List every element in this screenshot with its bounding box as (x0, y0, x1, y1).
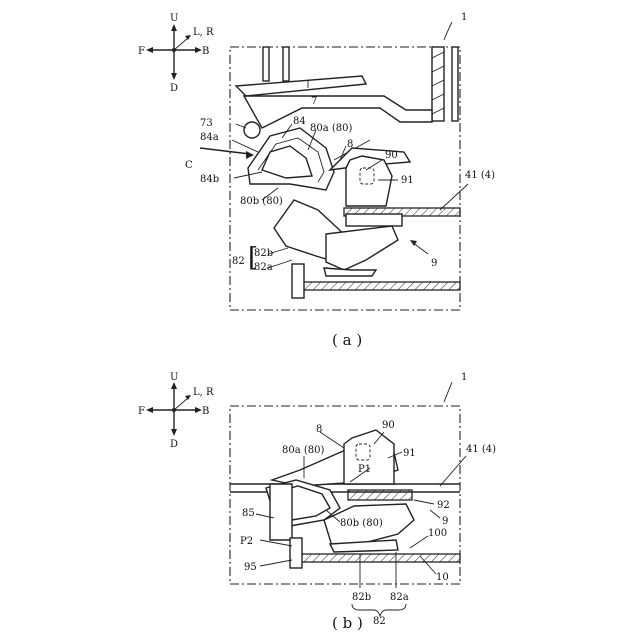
label-8-b: 8 (316, 424, 322, 435)
stopper-95 (290, 538, 302, 568)
label-92-b: 92 (437, 500, 450, 511)
label-p2-b: P2 (240, 536, 253, 547)
label-1: 1 (461, 12, 467, 23)
pivot-73 (244, 122, 260, 138)
caption-b: ( b ) (332, 614, 363, 632)
latch-90-b (344, 430, 394, 484)
compass-left-right-b: L, R (193, 387, 214, 398)
compass-back: B (202, 46, 209, 57)
label-10-b: 10 (436, 572, 449, 583)
label-82b-b: 82b (352, 592, 371, 603)
compass-up: U (170, 13, 178, 24)
label-9: 9 (431, 258, 437, 269)
compass-back-b: B (202, 406, 209, 417)
label-82: 82 (232, 256, 245, 267)
label-84a: 84a (200, 132, 219, 143)
label-90: 90 (385, 150, 398, 161)
label-73: 73 (200, 118, 213, 129)
label-100-b: 100 (428, 528, 447, 539)
compass-down-b: D (170, 439, 178, 450)
label-84: 84 (293, 116, 306, 127)
label-1-b: 1 (461, 372, 467, 383)
label-80a: 80a (80) (310, 123, 352, 134)
label-80b: 80b (80) (240, 196, 283, 207)
compass-front: F (138, 46, 145, 57)
arrow-c (200, 148, 250, 154)
label-85-b: 85 (242, 508, 255, 519)
compass-down: D (170, 83, 178, 94)
compass-left-right: L, R (193, 27, 214, 38)
lever-7 (236, 76, 366, 96)
label-41: 41 (4) (465, 170, 495, 181)
label-84b: 84b (200, 174, 219, 185)
label-82b: 82b (254, 248, 273, 259)
label-8: 8 (347, 139, 353, 150)
figure-b: U D F B L, R (138, 372, 496, 632)
base-9 (300, 282, 460, 290)
label-80b-b: 80b (80) (340, 518, 383, 529)
compass-front-b: F (138, 406, 145, 417)
label-9-b: 9 (442, 516, 448, 527)
label-82a-b: 82a (390, 592, 409, 603)
label-p1-b: P1 (358, 464, 371, 475)
label-41-b: 41 (4) (466, 444, 496, 455)
compass-up-b: U (170, 372, 178, 383)
lever-85 (270, 484, 292, 540)
base-10 (300, 554, 460, 562)
caption-a: ( a ) (332, 331, 362, 349)
label-91: 91 (401, 175, 414, 186)
label-80a-b: 80a (80) (282, 445, 324, 456)
label-82a: 82a (254, 262, 273, 273)
label-95-b: 95 (244, 562, 257, 573)
label-90-b: 90 (382, 420, 395, 431)
plate-41-b (348, 490, 412, 500)
latch-90 (346, 156, 392, 206)
label-82-b: 82 (373, 616, 386, 627)
label-7: 7 (311, 96, 317, 107)
label-91-b: 91 (403, 448, 416, 459)
figure-a: U D F B L, R (138, 12, 495, 349)
label-c: C (185, 160, 193, 171)
